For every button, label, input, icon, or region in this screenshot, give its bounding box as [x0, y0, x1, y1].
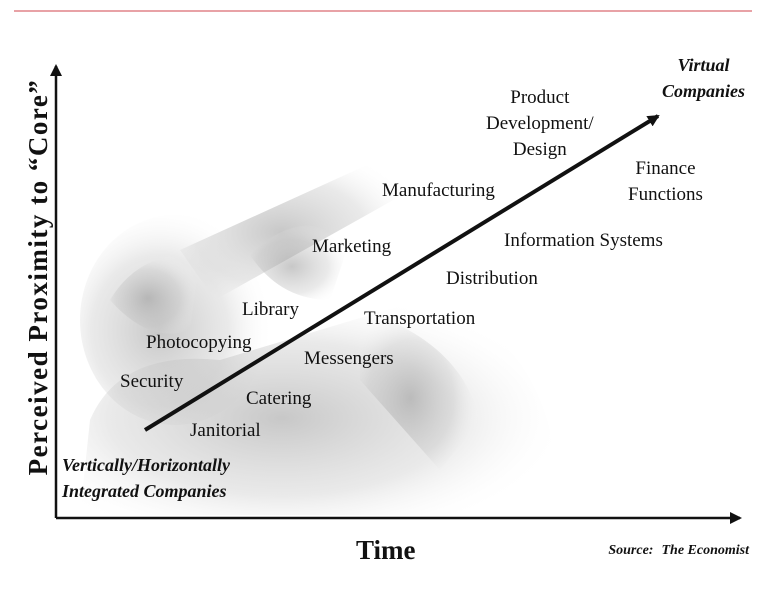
- y-axis-title: Perceived Proximity to “Core”: [23, 78, 53, 476]
- label-marketing: Marketing: [312, 236, 392, 257]
- label-manufacturing: Manufacturing: [382, 180, 495, 201]
- top-rule: [14, 10, 752, 12]
- label-library: Library: [242, 299, 299, 320]
- label-product-development: Product Development/ Design: [486, 87, 594, 160]
- label-finance-functions: Finance Functions: [628, 158, 703, 205]
- label-transportation: Transportation: [364, 308, 476, 329]
- label-integrated-companies: Vertically/Horizontally Integrated Compa…: [62, 455, 231, 501]
- label-catering: Catering: [246, 388, 312, 409]
- label-messengers: Messengers: [304, 348, 394, 369]
- trend-arrow: [143, 114, 660, 432]
- label-security: Security: [120, 371, 184, 392]
- label-distribution: Distribution: [446, 268, 538, 289]
- source-credit: Source: The Economist: [608, 541, 749, 561]
- label-virtual-companies: Virtual Companies: [662, 55, 746, 101]
- label-janitorial: Janitorial: [190, 420, 261, 441]
- label-photocopying: Photocopying: [146, 332, 252, 353]
- x-axis-title: Time: [356, 535, 416, 565]
- source-prefix: Source:: [608, 543, 654, 558]
- source-name: The Economist: [661, 543, 749, 558]
- label-information-systems: Information Systems: [504, 230, 663, 251]
